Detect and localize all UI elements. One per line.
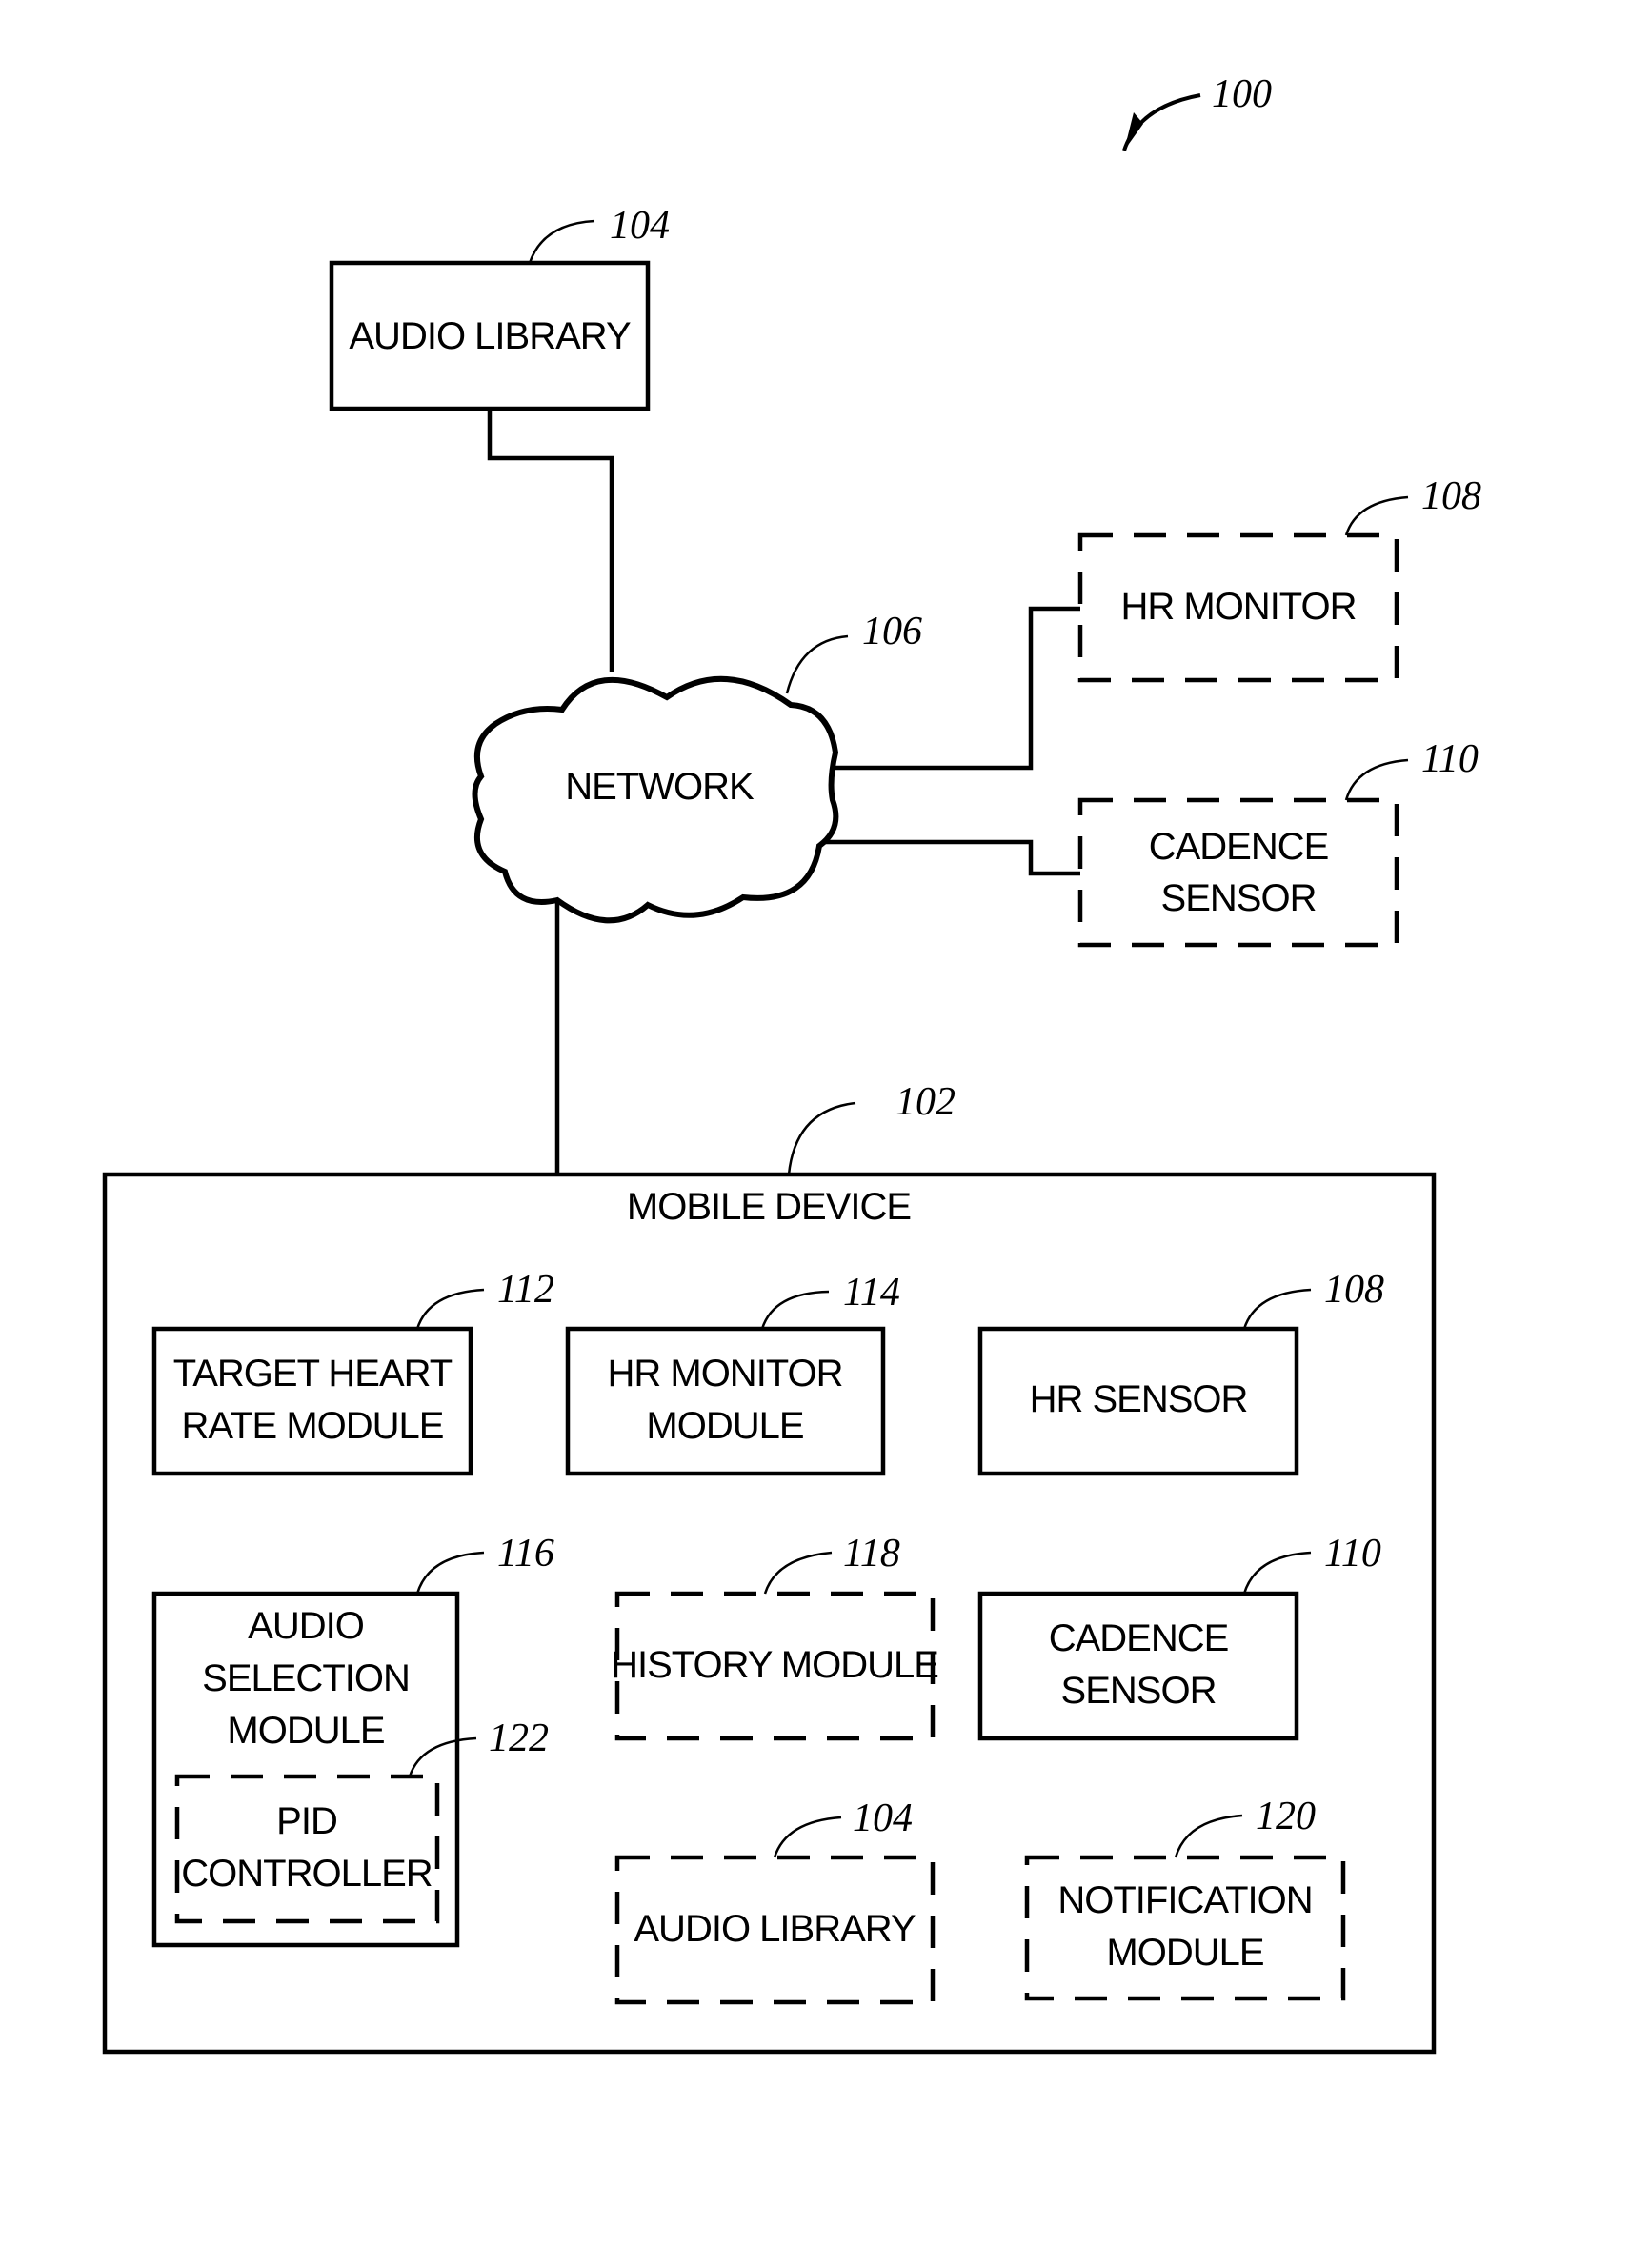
module-label-line-3: MODULE <box>227 1710 384 1752</box>
mobile-device-label: MOBILE DEVICE <box>627 1186 911 1228</box>
module-label-line-2: MODULE <box>646 1405 803 1447</box>
ref-label: 120 <box>1256 1795 1316 1838</box>
ref-label: 110 <box>1324 1532 1381 1576</box>
wire-audio-library-network <box>490 410 612 672</box>
ref-label: 110 <box>1421 737 1479 781</box>
ref-label: 104 <box>610 204 670 248</box>
module-label: HISTORY MODULE <box>611 1644 938 1686</box>
ref-label: 116 <box>497 1532 554 1576</box>
ref-label: 102 <box>895 1080 956 1124</box>
hr-monitor-label: HR MONITOR <box>1120 586 1356 628</box>
ref-label: 114 <box>843 1271 900 1315</box>
module-label-line-1: TARGET HEART <box>173 1353 453 1395</box>
cadence-sensor-external[interactable]: CADENCE SENSOR 110 <box>1080 737 1479 945</box>
ref-label: 118 <box>843 1532 900 1576</box>
module-label-line-2: CONTROLLER <box>181 1853 432 1895</box>
network-cloud[interactable]: NETWORK 106 <box>475 610 923 920</box>
module-label-line-1: NOTIFICATION <box>1057 1879 1312 1921</box>
module-label-line-1: CADENCE <box>1049 1617 1229 1659</box>
ref-label: 108 <box>1421 474 1481 518</box>
module-label-line-1: HR MONITOR <box>607 1353 842 1395</box>
network-label: NETWORK <box>565 766 755 808</box>
ref-label: 100 <box>1212 72 1272 116</box>
ref-label: 108 <box>1324 1268 1384 1312</box>
module-label: HR SENSOR <box>1030 1378 1248 1420</box>
figure-ref-100: 100 <box>1124 72 1272 151</box>
cadence-label-line-1: CADENCE <box>1149 826 1329 868</box>
audio-library-external[interactable]: AUDIO LIBRARY 104 <box>332 204 670 409</box>
ref-label: 112 <box>497 1268 554 1312</box>
module-label-line-2: MODULE <box>1106 1932 1263 1974</box>
arrowhead-icon <box>1124 112 1143 151</box>
module-label-line-1: PID <box>276 1800 337 1842</box>
cadence-label-line-2: SENSOR <box>1161 877 1317 919</box>
audio-library-label: AUDIO LIBRARY <box>349 315 631 357</box>
module-label-line-2: SENSOR <box>1061 1670 1217 1712</box>
module-label-line-2: SELECTION <box>202 1657 410 1699</box>
hr-monitor-external[interactable]: HR MONITOR 108 <box>1080 474 1481 680</box>
ref-label: 106 <box>862 610 922 653</box>
module-label: AUDIO LIBRARY <box>634 1908 916 1950</box>
ref-label: 104 <box>853 1796 913 1840</box>
module-label-line-1: AUDIO <box>248 1605 364 1647</box>
module-label-line-2: RATE MODULE <box>182 1405 444 1447</box>
ref-label: 122 <box>489 1716 549 1760</box>
wire-network-cadence <box>805 842 1082 873</box>
